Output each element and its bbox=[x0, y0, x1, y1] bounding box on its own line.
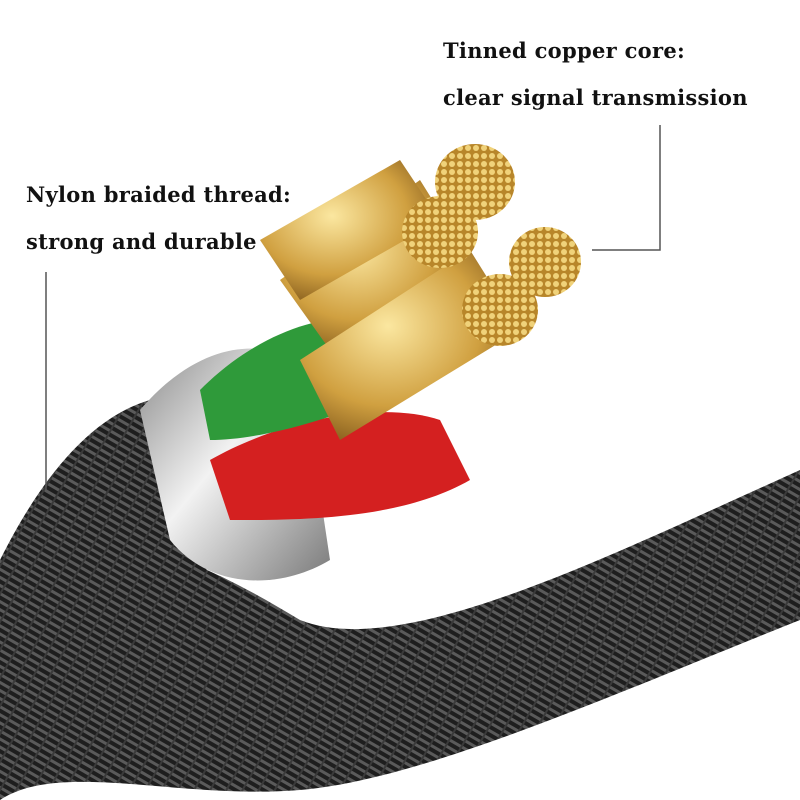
copper-end-4 bbox=[462, 274, 538, 346]
core-annotation-subtitle: clear signal transmission bbox=[443, 85, 748, 110]
copper-strands-3 bbox=[260, 160, 440, 300]
copper-end-2 bbox=[402, 196, 478, 268]
braided-cable bbox=[0, 470, 800, 800]
braid-annotation-subtitle: strong and durable bbox=[26, 229, 257, 254]
copper-end-3 bbox=[509, 227, 581, 297]
braid-annotation-title: Nylon braided thread: bbox=[26, 182, 292, 207]
core-leader-line bbox=[592, 125, 661, 251]
core-annotation-title: Tinned copper core: bbox=[443, 38, 686, 63]
red-wire bbox=[210, 412, 470, 520]
